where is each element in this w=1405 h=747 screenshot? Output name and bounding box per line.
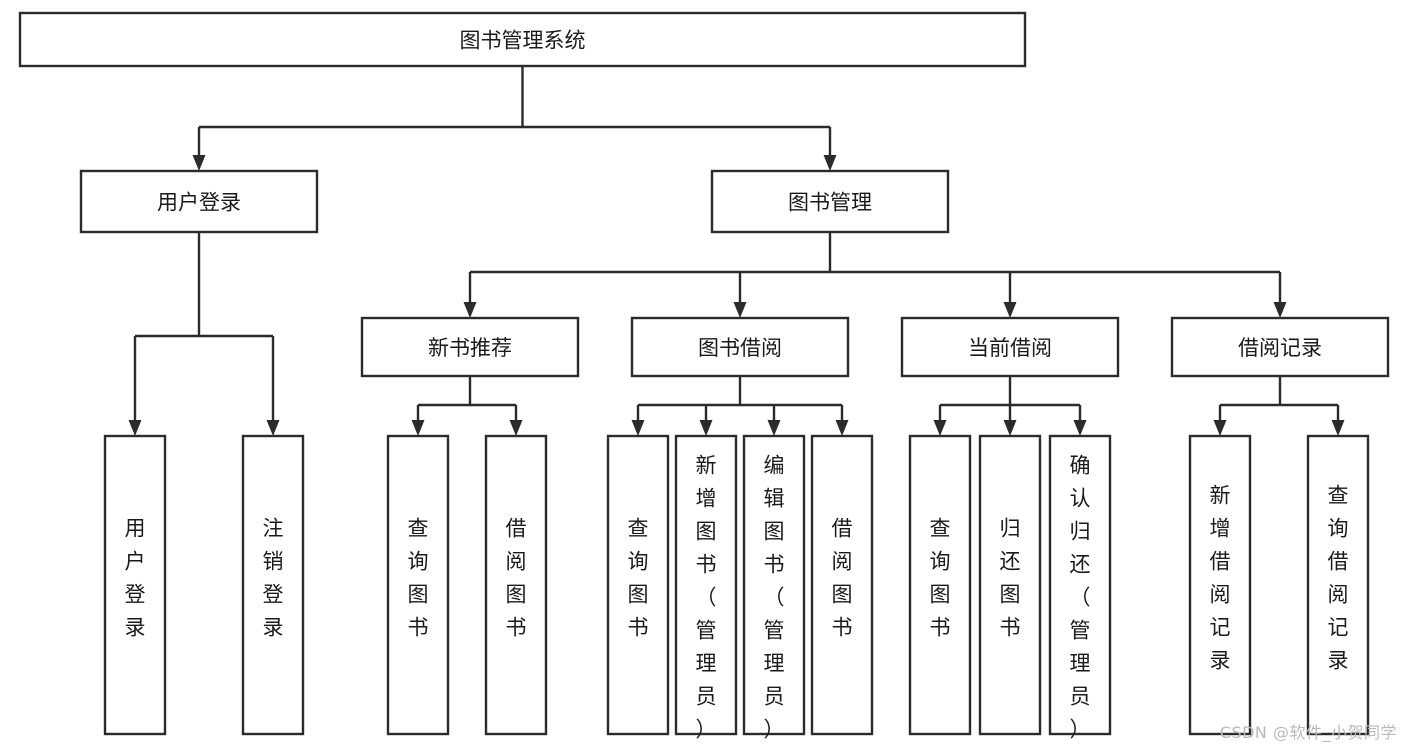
node-leaf-user-logout[interactable]: 注销登录: [241, 434, 305, 736]
node-box-leaf-user-logout: [241, 434, 305, 736]
node-label-leaf-confirm-return: 确认归还（管理员）: [1070, 454, 1091, 742]
node-label-login: 用户登录: [157, 191, 241, 215]
node-current[interactable]: 当前借阅: [900, 316, 1120, 378]
node-label-leaf-edit-book: 编辑图书（管理员）: [764, 454, 785, 742]
node-leaf-borrow-book-new[interactable]: 借阅图书: [484, 434, 548, 736]
connector-layer: [128, 66, 1345, 436]
node-leaf-user-login[interactable]: 用户登录: [103, 434, 167, 736]
connector-group-current: [933, 376, 1087, 436]
connector-group-bookmgmt: [463, 232, 1287, 318]
node-label-current: 当前借阅: [968, 336, 1052, 360]
node-newbooks[interactable]: 新书推荐: [360, 316, 580, 378]
node-bookmgmt[interactable]: 图书管理: [710, 169, 950, 234]
node-records[interactable]: 借阅记录: [1170, 316, 1390, 378]
node-layer: 图书管理系统用户登录图书管理新书推荐图书借阅当前借阅借阅记录用户登录注销登录查询…: [18, 11, 1390, 742]
node-box-current: [900, 316, 1120, 378]
node-box-leaf-edit-book: [742, 434, 806, 736]
node-label-bookmgmt: 图书管理: [788, 191, 872, 215]
node-label-leaf-return-book: 归还图书: [1000, 517, 1021, 640]
node-root[interactable]: 图书管理系统: [18, 11, 1027, 68]
node-box-leaf-user-login: [103, 434, 167, 736]
node-leaf-add-book[interactable]: 新增图书（管理员）: [674, 434, 738, 742]
node-box-login: [79, 169, 319, 234]
node-label-leaf-user-logout: 注销登录: [263, 517, 284, 640]
node-leaf-add-record[interactable]: 新增借阅记录: [1188, 434, 1252, 736]
node-leaf-borrow-book[interactable]: 借阅图书: [810, 434, 874, 736]
node-label-borrow: 图书借阅: [698, 336, 782, 360]
node-box-leaf-query-book-new: [386, 434, 450, 736]
node-label-records: 借阅记录: [1238, 336, 1322, 360]
node-leaf-query-book-cur[interactable]: 查询图书: [908, 434, 972, 736]
node-box-borrow: [630, 316, 850, 378]
node-label-leaf-user-login: 用户登录: [125, 517, 146, 640]
node-leaf-query-book[interactable]: 查询图书: [606, 434, 670, 736]
node-label-newbooks: 新书推荐: [428, 336, 512, 360]
watermark-text: CSDN @软件_小贺同学: [1219, 723, 1397, 742]
node-login[interactable]: 用户登录: [79, 169, 319, 234]
node-label-root: 图书管理系统: [460, 29, 586, 53]
node-box-leaf-confirm-return: [1048, 434, 1112, 736]
node-box-leaf-query-book-cur: [908, 434, 972, 736]
node-borrow[interactable]: 图书借阅: [630, 316, 850, 378]
node-label-leaf-add-book: 新增图书（管理员）: [696, 454, 717, 742]
node-box-leaf-query-record: [1306, 434, 1370, 736]
node-label-leaf-add-record: 新增借阅记录: [1210, 484, 1231, 673]
node-box-leaf-borrow-book: [810, 434, 874, 736]
node-leaf-query-record[interactable]: 查询借阅记录: [1306, 434, 1370, 736]
node-box-root: [18, 11, 1027, 68]
node-leaf-return-book[interactable]: 归还图书: [978, 434, 1042, 736]
connector-group-root: [192, 66, 837, 171]
node-box-bookmgmt: [710, 169, 950, 234]
node-leaf-confirm-return[interactable]: 确认归还（管理员）: [1048, 434, 1112, 742]
node-leaf-query-book-new[interactable]: 查询图书: [386, 434, 450, 736]
node-box-leaf-add-record: [1188, 434, 1252, 736]
node-box-newbooks: [360, 316, 580, 378]
node-box-records: [1170, 316, 1390, 378]
node-box-leaf-borrow-book-new: [484, 434, 548, 736]
connector-group-records: [1213, 376, 1345, 436]
connector-group-newbooks: [411, 376, 523, 436]
connector-group-borrow: [631, 376, 849, 436]
node-label-leaf-borrow-book-new: 借阅图书: [506, 517, 527, 640]
node-leaf-edit-book[interactable]: 编辑图书（管理员）: [742, 434, 806, 742]
node-box-leaf-add-book: [674, 434, 738, 736]
node-label-leaf-query-record: 查询借阅记录: [1328, 484, 1349, 673]
connector-group-login: [128, 232, 280, 436]
node-label-leaf-query-book-new: 查询图书: [408, 517, 429, 640]
node-box-leaf-return-book: [978, 434, 1042, 736]
node-label-leaf-query-book-cur: 查询图书: [930, 517, 951, 640]
node-label-leaf-query-book: 查询图书: [628, 517, 649, 640]
node-label-leaf-borrow-book: 借阅图书: [832, 517, 853, 640]
node-box-leaf-query-book: [606, 434, 670, 736]
